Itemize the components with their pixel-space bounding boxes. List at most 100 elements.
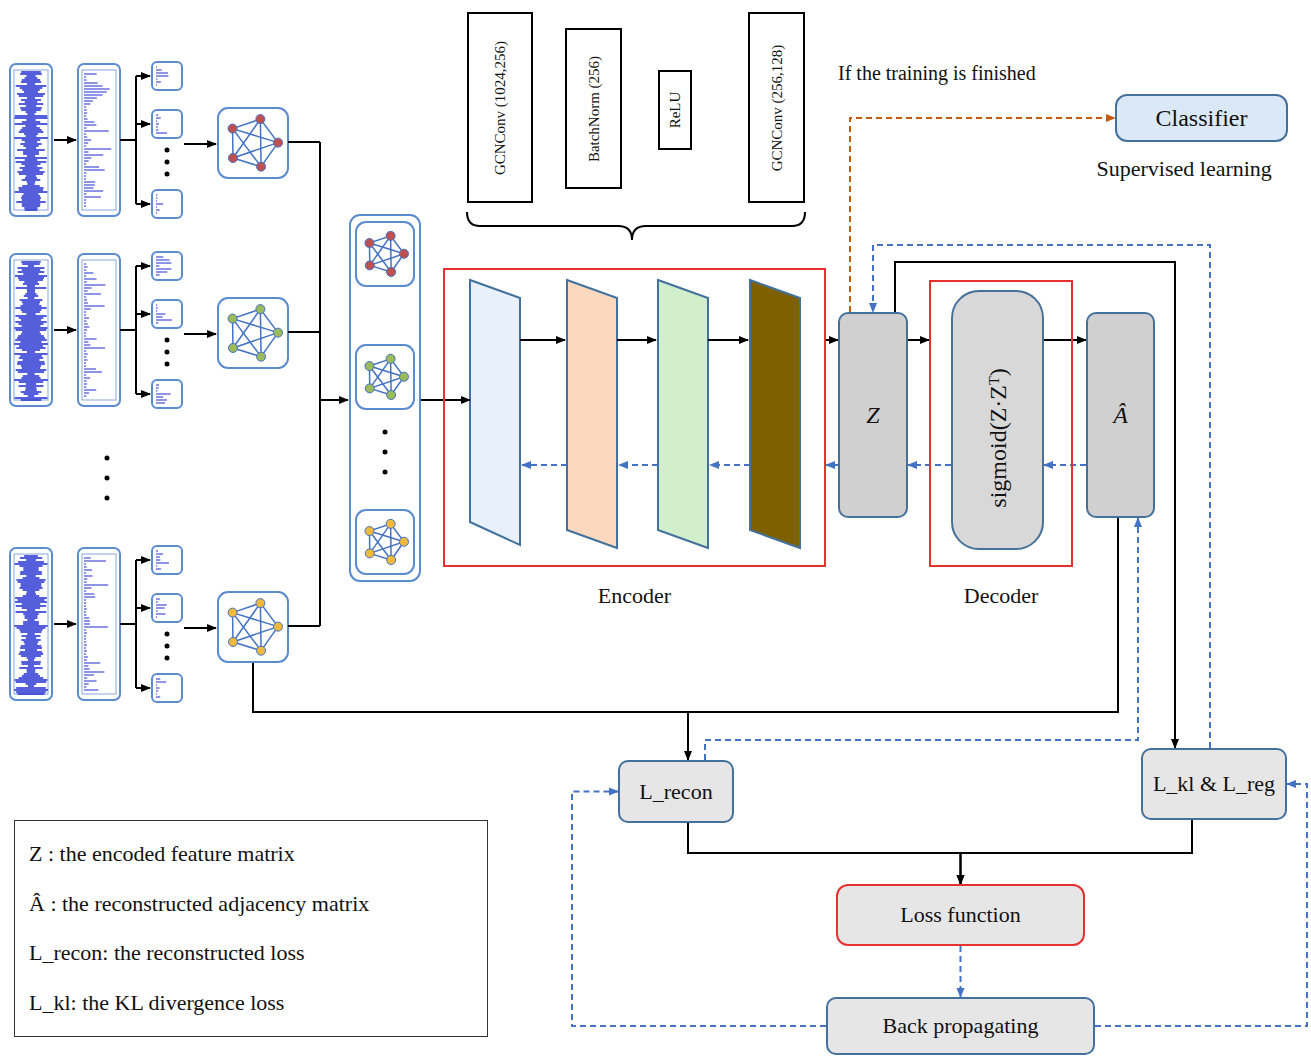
node-text: ReLU xyxy=(667,92,684,129)
arrow xyxy=(710,464,750,466)
loss-box: L_kl & L_reg xyxy=(1141,748,1287,820)
graph-vertex xyxy=(257,162,266,171)
segment-frame xyxy=(152,300,182,328)
decoder-region: Decodersigmoid(Z·Zᵀ) xyxy=(929,280,1073,567)
node-text: L_recon xyxy=(639,779,712,805)
text-column: Z xyxy=(840,314,906,516)
node-text: Loss function xyxy=(900,902,1020,928)
arrow xyxy=(136,123,150,125)
segment-spectrum xyxy=(156,257,171,275)
graph-vertex xyxy=(273,138,282,147)
segment-spectrum xyxy=(156,195,163,213)
text-column: Loss function xyxy=(838,886,1083,944)
graph-vertex xyxy=(387,390,396,399)
node-text: L_kl: the KL divergence loss xyxy=(29,990,284,1016)
feature-box: Z xyxy=(838,312,908,518)
segment-frame xyxy=(152,674,182,702)
graph-vertex xyxy=(386,519,395,528)
graph-edge xyxy=(390,236,392,272)
graph-edge xyxy=(233,613,278,627)
dashed-arrow xyxy=(705,518,1138,760)
wire xyxy=(288,331,320,333)
graph-vertex xyxy=(386,354,395,363)
graph-edge xyxy=(390,359,392,395)
graph-vertex xyxy=(386,231,395,240)
legend-box: Z : the encoded feature matrixÂ : the re… xyxy=(14,820,488,1037)
spectrum-plot xyxy=(82,70,116,210)
spectrum xyxy=(84,558,108,690)
ellipsis-dot xyxy=(165,644,170,649)
arrow xyxy=(54,139,76,141)
arrow xyxy=(136,393,150,395)
dashed-arrow xyxy=(572,792,826,1027)
edge-label: If the training is finished xyxy=(836,62,1038,85)
graph-vertex xyxy=(387,267,396,276)
graph-edge xyxy=(233,333,278,348)
spectrum xyxy=(84,264,105,396)
wire xyxy=(135,560,137,688)
ellipsis-dot xyxy=(165,362,170,367)
text-column: Z : the encoded feature matrixÂ : the re… xyxy=(15,821,487,1036)
segment-spectrum xyxy=(156,305,172,323)
arrow xyxy=(54,623,76,625)
dashed-arrow xyxy=(873,245,1210,748)
layer-plane xyxy=(658,280,708,548)
waveform xyxy=(14,556,48,694)
layer-box: BatchNorm (256) xyxy=(565,28,622,189)
ellipsis-dot xyxy=(383,450,388,455)
spectrum-frame xyxy=(78,64,120,216)
signal-frame xyxy=(10,64,52,216)
loss-function-box: Loss function xyxy=(836,884,1085,946)
segment-spectrum xyxy=(156,551,169,569)
arrow xyxy=(136,687,150,689)
graph-vertex xyxy=(365,239,374,248)
flow-arrow xyxy=(1044,339,1086,341)
layer-plane xyxy=(750,280,800,548)
node-text: Decoder xyxy=(964,583,1039,609)
wire xyxy=(120,139,136,141)
graph-edge xyxy=(370,542,404,554)
ellipsis-dot xyxy=(165,160,170,165)
segment-frame xyxy=(152,380,182,408)
graph-edge xyxy=(233,627,278,642)
waveform xyxy=(14,262,48,400)
ellipsis-dot xyxy=(165,350,170,355)
arrow xyxy=(619,464,658,466)
layer-box: GCNConv (256,128) xyxy=(748,12,805,203)
signal-plot xyxy=(14,260,48,400)
graph-vertex xyxy=(256,599,265,608)
arrow xyxy=(136,75,150,77)
text-column: L_recon xyxy=(620,762,732,821)
dashed-arrow xyxy=(1095,784,1307,1026)
graph-edge xyxy=(369,243,404,254)
ellipsis-dot xyxy=(165,338,170,343)
layer-box: GCNConv (1024,256) xyxy=(467,12,533,203)
ellipsis-dot xyxy=(105,456,110,461)
flow-arrow xyxy=(688,518,1118,760)
segment-frame xyxy=(152,62,182,90)
graph-frame xyxy=(356,222,414,286)
arrow xyxy=(522,464,567,466)
graph-vertex xyxy=(365,527,374,536)
loss-box: L_recon xyxy=(618,760,734,823)
node-text: Z xyxy=(866,402,879,429)
arrow xyxy=(136,559,150,561)
node-text: L_kl & L_reg xyxy=(1153,771,1275,797)
wire xyxy=(120,329,136,331)
graph-edge xyxy=(260,119,262,167)
text-column: Classifier xyxy=(1117,96,1286,140)
graph-vertex xyxy=(257,352,266,361)
layer-plane xyxy=(470,280,520,545)
node-text: Back propagating xyxy=(883,1013,1039,1039)
flow-arrow xyxy=(961,820,1193,884)
graph-frame xyxy=(356,345,414,409)
graph-vertex xyxy=(256,115,265,124)
graph-stack xyxy=(350,215,420,581)
graph-frame xyxy=(218,592,288,662)
ellipsis-dot xyxy=(165,656,170,661)
graph-edge xyxy=(370,377,404,389)
signal-plot xyxy=(14,554,48,694)
arrow xyxy=(617,339,656,341)
arrow xyxy=(184,333,216,335)
graph-vertex xyxy=(228,314,237,323)
